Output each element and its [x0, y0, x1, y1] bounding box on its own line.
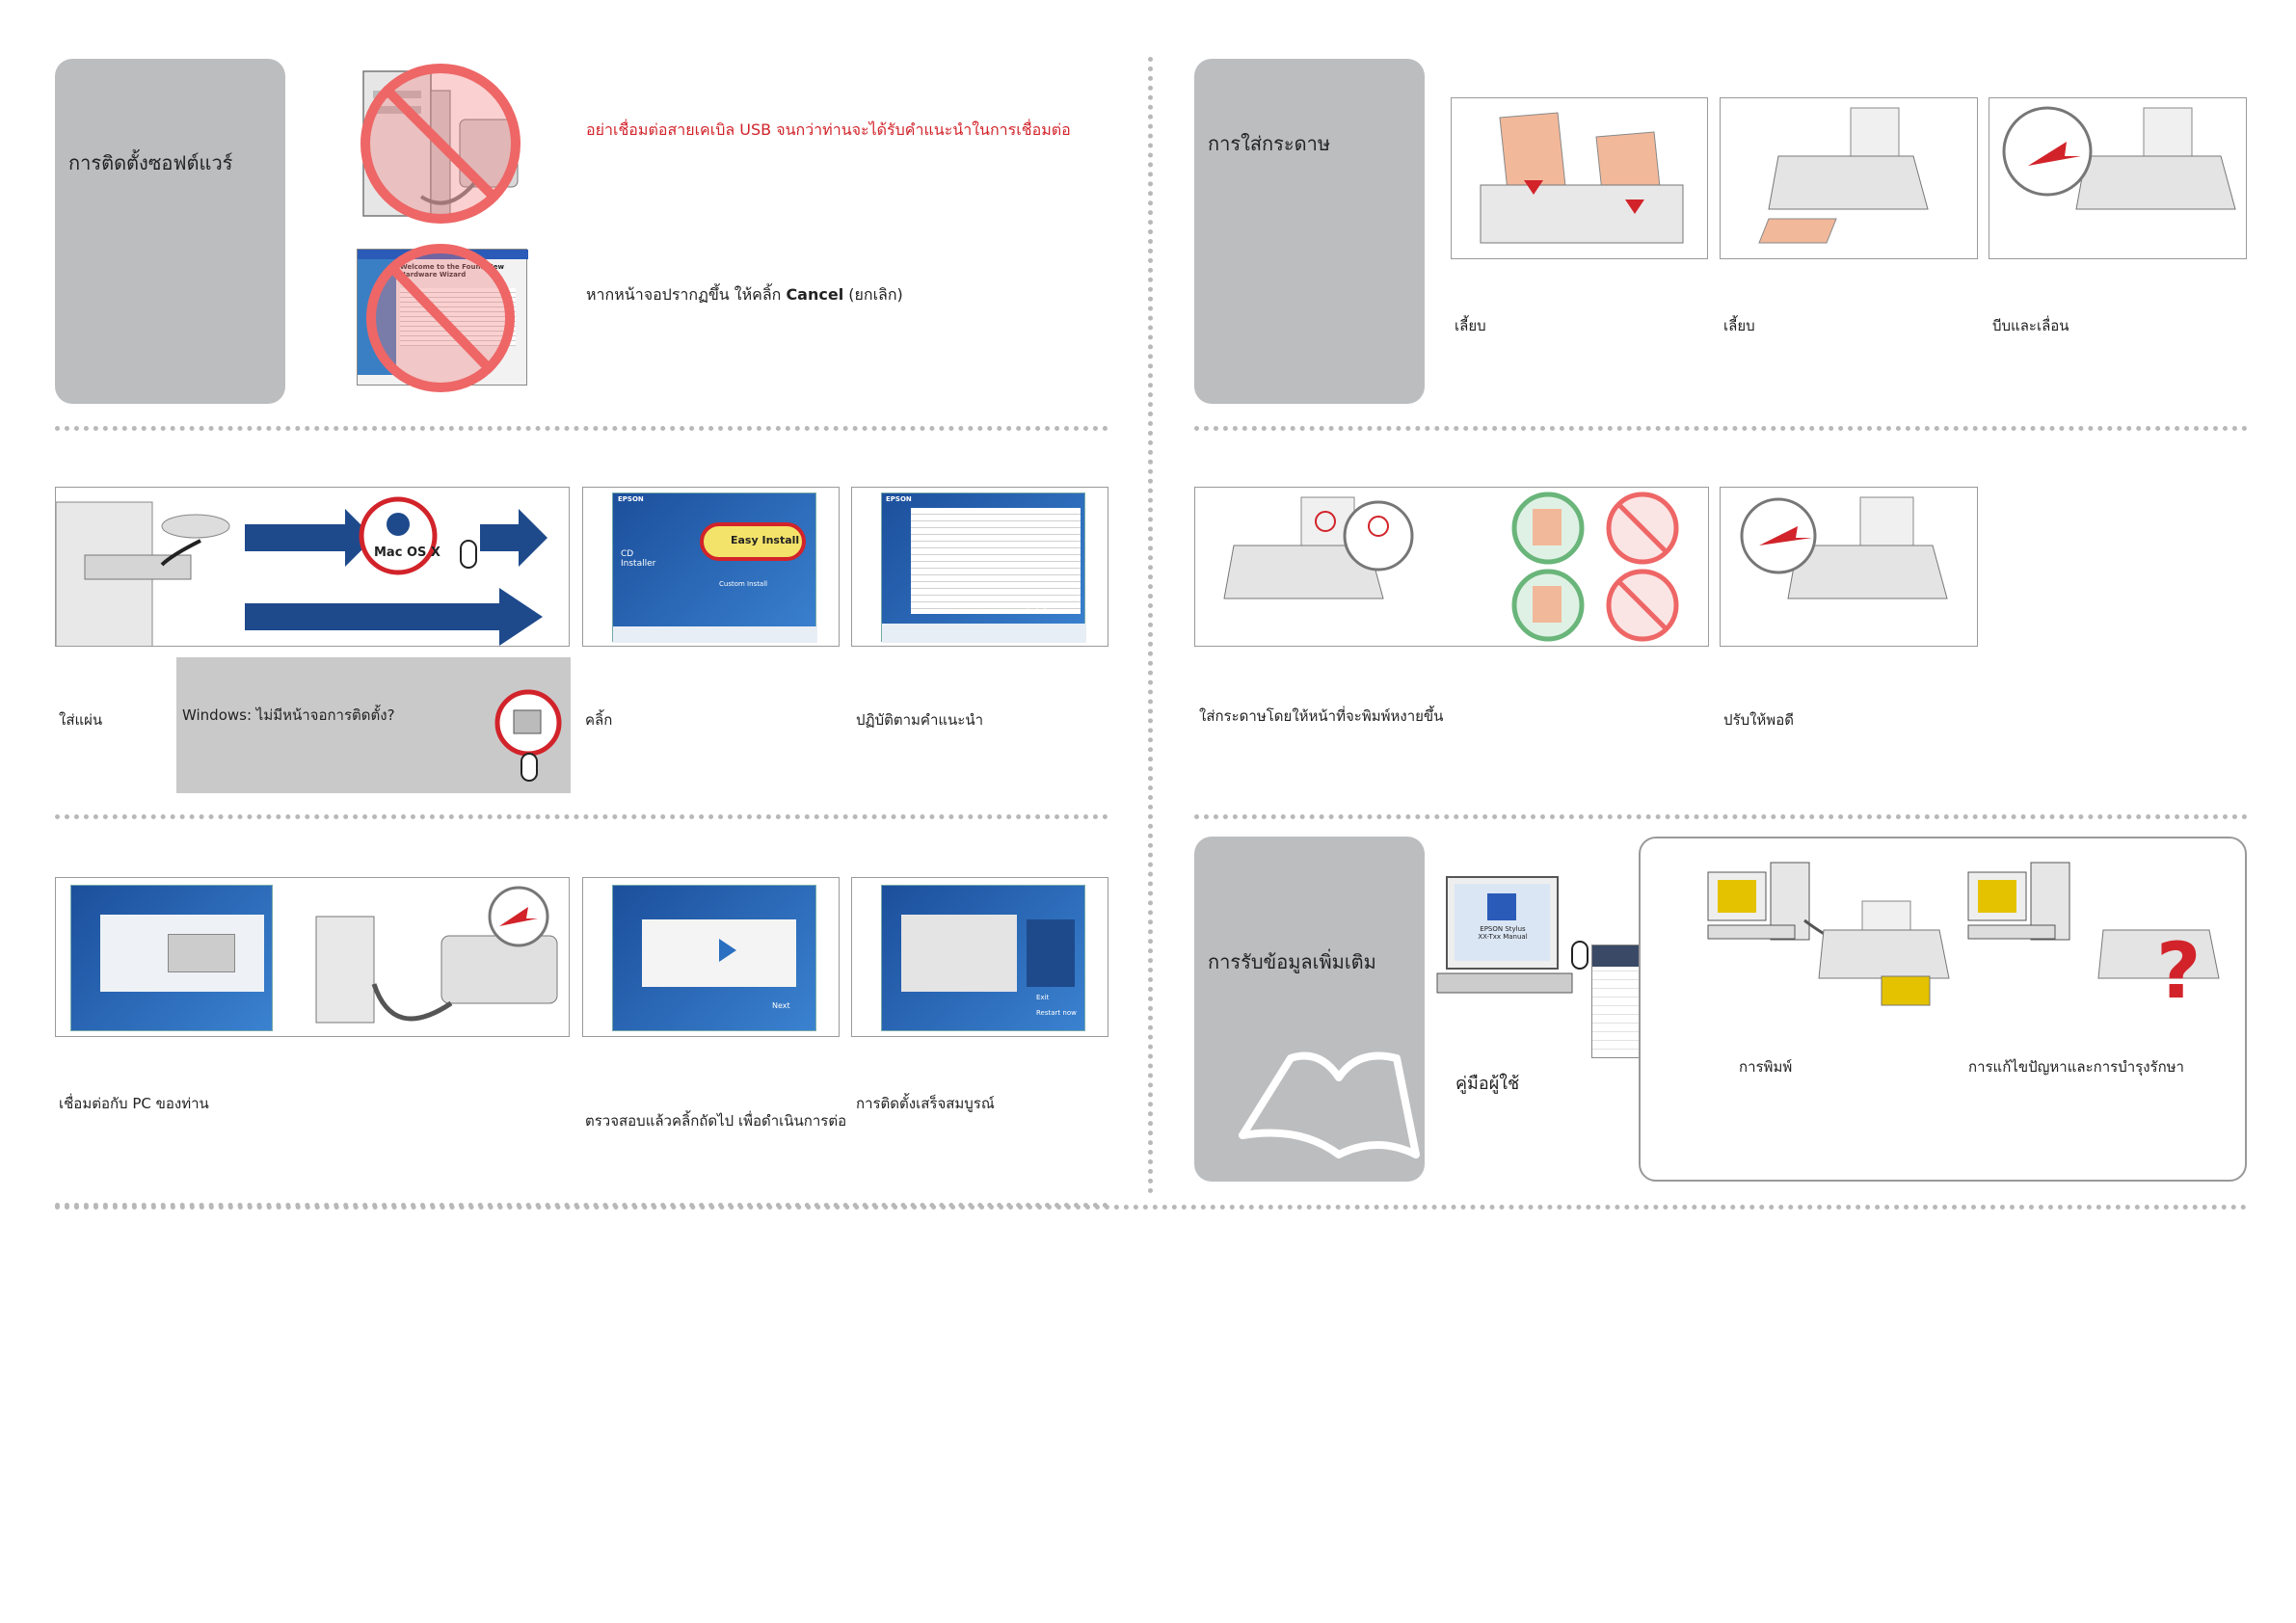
divider-right-1: [1194, 426, 2248, 431]
software-install-title: การติดตั้งซอฟต์แวร์: [68, 151, 233, 174]
center-divider: [1148, 57, 1153, 1194]
check-next-frame: Next: [582, 877, 840, 1037]
restart-button[interactable]: Restart now: [1036, 1009, 1077, 1017]
windows-note-box: Windows: ไม่มีหน้าจอการติดตั้ง?: [176, 657, 571, 793]
load-paper-frame: [1194, 487, 1709, 647]
install-list-frame: EPSON Install: [851, 487, 1108, 647]
adjust-caption: ปรับให้พอดี: [1723, 711, 1794, 729]
cd-installer-label: CD Installer: [621, 549, 656, 569]
divider-bottom: [55, 1205, 2248, 1210]
windows-note-text: Windows: ไม่มีหน้าจอการติดตั้ง?: [182, 706, 395, 724]
open-book-icon: [1239, 1051, 1420, 1158]
printing-troubleshoot-box: การพิมพ์ ? การแก้ไขปัญหาและการบำรุงรักษา: [1639, 837, 2247, 1182]
custom-install-button[interactable]: Custom Install: [719, 580, 768, 588]
paper-step2-caption: เลี้ยบ: [1723, 317, 1755, 334]
divider-right-2: [1194, 814, 2248, 819]
follow-caption: ปฏิบัติตามคำแนะนำ: [856, 711, 984, 729]
paper-step1-frame: [1451, 97, 1708, 259]
epson-brand-2: EPSON: [886, 495, 912, 503]
user-guide-caption: คู่มือผู้ใช้: [1455, 1074, 1520, 1094]
no-usb-illustration: [354, 62, 527, 226]
usb-warning-text: อย่าเชื่อมต่อสายเคเบิล USB จนกว่าท่านจะไ…: [586, 120, 1071, 139]
pc-troubleshoot-icon: ?: [1967, 862, 2220, 1016]
computer-usb-icon: [360, 64, 521, 224]
cancel-instruction: หากหน้าจอปรากฏขึ้น ให้คลิ้ก Cancel (ยกเล…: [586, 285, 903, 304]
easy-install-label: Easy Install: [731, 534, 800, 546]
software-install-panel: การติดตั้งซอฟต์แวร์: [55, 59, 285, 404]
complete-caption: การติดตั้งเสร็จสมบูรณ์: [856, 1095, 995, 1112]
mac-os-label: Mac OS X: [374, 545, 441, 560]
next-button[interactable]: Next: [772, 1001, 790, 1010]
paper-load-panel: การใส่กระดาษ: [1194, 59, 1425, 404]
pc-printing-icon: [1707, 862, 1950, 1006]
pc-printer-usb-icon: [315, 886, 558, 1024]
troubleshoot-caption: การแก้ไขปัญหาและการบำรุงรักษา: [1968, 1058, 2184, 1076]
epson-brand: EPSON: [618, 495, 644, 503]
more-info-panel: การรับข้อมูลเพิ่มเติม: [1194, 837, 1425, 1182]
insert-disc-frame: Mac OS X: [55, 487, 570, 647]
divider-left-2: [55, 814, 1108, 819]
adjust-guide-frame: [1720, 487, 1978, 647]
insert-disc-caption: ใส่แผ่น: [59, 711, 103, 729]
svg-text:?: ?: [2156, 926, 2201, 1016]
paper-step3-frame: [1989, 97, 2247, 259]
cd-click-icon: [494, 689, 562, 782]
connect-pc-frame: [55, 877, 570, 1037]
more-info-title: การรับข้อมูลเพิ่มเติม: [1208, 950, 1376, 973]
manual-label: EPSON Stylus XX-Txx Manual: [1478, 925, 1528, 941]
paper-step3-caption: บีบและเลื่อน: [1992, 317, 2069, 334]
install-button[interactable]: Install: [1027, 607, 1048, 615]
prohibit-icon: [366, 244, 515, 392]
easy-install-button[interactable]: Easy Install: [700, 522, 806, 561]
check-next-caption: ตรวจสอบแล้วคลิ้กถัดไป เพื่อดำเนินการต่อ: [585, 1112, 847, 1130]
paper-step2-frame: [1720, 97, 1978, 259]
monitor-manual: EPSON Stylus XX-Txx Manual: [1436, 872, 1601, 998]
exit-button[interactable]: Exit: [1036, 994, 1050, 1001]
cancel-word: Cancel: [786, 285, 844, 304]
complete-frame: Exit Restart now: [851, 877, 1108, 1037]
load-face-up-caption: ใส่กระดาษโดยให้หน้าที่จะพิมพ์หงายขึ้น: [1199, 707, 1444, 725]
printing-caption: การพิมพ์: [1739, 1058, 1793, 1076]
connect-pc-caption: เชื่อมต่อกับ PC ของท่าน: [59, 1095, 209, 1112]
click-caption: คลิ้ก: [585, 711, 613, 729]
paper-load-title: การใส่กระดาษ: [1208, 132, 1331, 155]
easy-install-frame: EPSON CD Installer Easy Install Custom I…: [582, 487, 840, 647]
paper-step1-caption: เลี้ยบ: [1455, 317, 1486, 334]
divider-left-1: [55, 426, 1108, 431]
wizard-title: Welcome to the Found New Hardware Wizard: [400, 263, 516, 279]
